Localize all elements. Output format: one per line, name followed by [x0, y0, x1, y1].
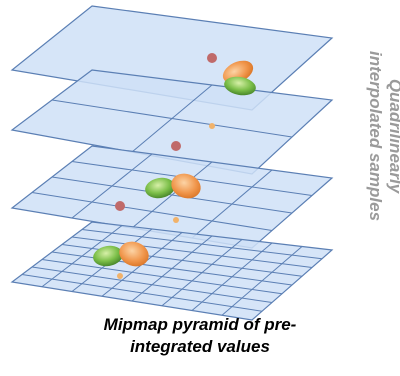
caption-line1: Mipmap pyramid of pre- — [103, 315, 297, 334]
grid-line — [221, 246, 303, 316]
quadrilinear-samples-label: Quadrilinearly interpolated samples — [365, 16, 400, 256]
pyramid-caption: Mipmap pyramid of pre- integrated values — [0, 314, 400, 358]
grid-line — [131, 235, 213, 302]
grid-line — [21, 274, 263, 312]
grid-line — [191, 242, 273, 311]
grid-line — [31, 192, 273, 231]
grid-line — [161, 239, 243, 307]
caption-line2: integrated values — [130, 337, 270, 356]
green-lobe — [224, 76, 256, 96]
grid-line — [41, 259, 283, 295]
grid-line — [31, 266, 273, 303]
sample-marker-top — [207, 53, 256, 129]
stick-top-knob — [115, 201, 125, 211]
side-label-line2: interpolated samples — [366, 50, 385, 222]
green-lobe — [145, 177, 175, 199]
stick-bottom-knob — [209, 123, 215, 129]
pyramid-plane-level-1 — [10, 145, 334, 249]
plane-surface — [10, 221, 334, 321]
sample-marker-bottom — [93, 201, 149, 279]
stick-bottom-knob — [117, 273, 123, 279]
stick-top-knob — [207, 53, 217, 63]
pyramid-plane-level-0 — [10, 221, 334, 321]
side-label-line1: Quadrilinearly — [386, 78, 400, 194]
grid-line — [191, 169, 273, 239]
green-lobe — [93, 245, 123, 267]
sample-marker-middle — [145, 141, 201, 223]
stick-top-knob — [171, 141, 181, 151]
orange-lobe — [119, 241, 149, 267]
grid-line — [131, 84, 213, 153]
stick-bottom-knob — [173, 217, 179, 223]
grid-line — [131, 161, 213, 229]
orange-lobe — [171, 173, 201, 199]
